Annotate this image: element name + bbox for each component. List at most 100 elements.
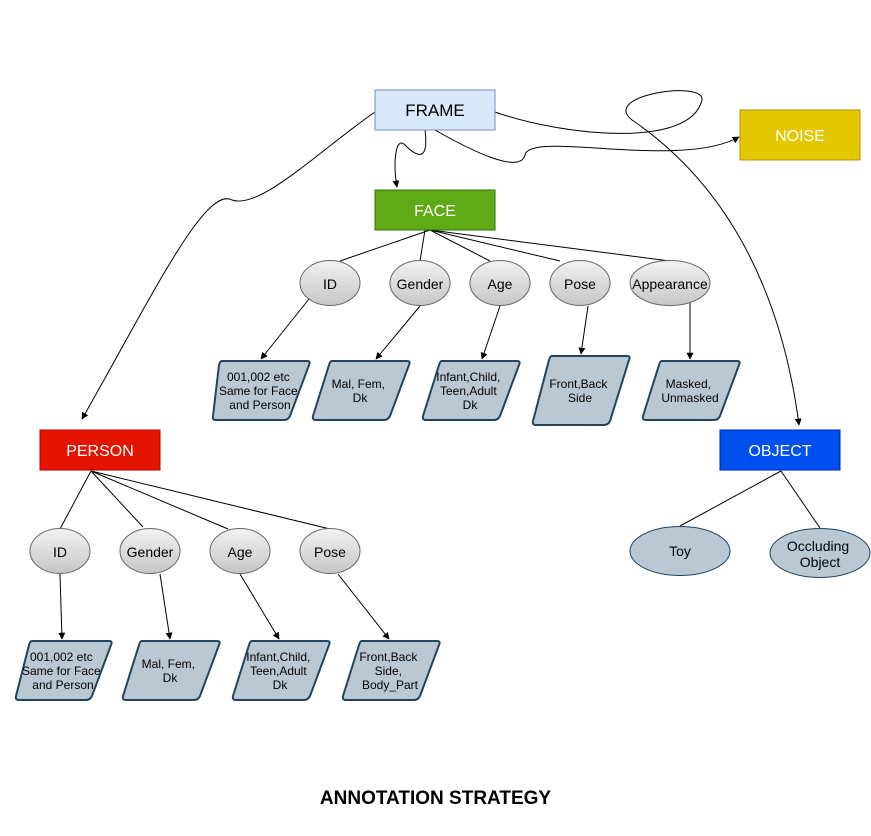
object-child-occluding[interactable]: Occluding Object [769, 528, 871, 578]
person-attr-gender[interactable]: Gender [119, 528, 181, 574]
person-value-gender[interactable]: Mal, Fem, Dk [121, 640, 221, 701]
face-value-age-line2: Teen,Adult [440, 384, 497, 398]
edge-face-pose [429, 229, 561, 262]
svg-text:Masked, Unmasked: Masked, Unmasked [661, 377, 718, 405]
edge-person-gender-value [159, 573, 173, 640]
edge-frame-noise [434, 129, 740, 163]
face-attr-age[interactable]: Age [469, 260, 531, 306]
face-value-gender-line1: Mal, Fem, [332, 377, 385, 391]
face-value-id-line1: 001,002 etc [227, 370, 290, 384]
object-child-toy[interactable]: Toy [629, 526, 731, 576]
person-value-age-line2: Teen,Adult [250, 664, 307, 678]
edge-person-gender [90, 470, 144, 528]
face-value-age-line1: Infant,Child, [436, 370, 500, 384]
face-value-id-line3: and Person [229, 398, 290, 412]
face-value-age[interactable]: Infant,Child, Teen,Adult Dk [421, 360, 521, 421]
face-value-id-line2: Same for Face [219, 384, 298, 398]
node-frame-label: FRAME [405, 101, 465, 120]
person-attr-age-label: Age [228, 544, 253, 560]
node-face-label: FACE [414, 203, 456, 220]
face-value-pose[interactable]: Front,Back Side [531, 355, 631, 426]
person-value-id-line3: and Person [32, 678, 93, 692]
person-value-gender-line2: Dk [163, 671, 179, 685]
person-value-id[interactable]: 001,002 etc Same for Face and Person [14, 640, 113, 701]
edge-face-age [429, 229, 491, 262]
edge-face-gender-value [375, 305, 421, 360]
node-person[interactable]: PERSON [39, 429, 161, 471]
edge-person-pose [90, 470, 331, 530]
face-attr-gender[interactable]: Gender [389, 260, 451, 306]
person-attr-id[interactable]: ID [29, 528, 91, 574]
person-value-pose-line3: Body_Part [362, 678, 419, 692]
person-value-pose[interactable]: Front,Back Side, Body_Part [341, 640, 441, 701]
person-value-id-line1: 001,002 etc [30, 650, 93, 664]
face-value-gender-line2: Dk [353, 391, 369, 405]
edge-face-pose-value [578, 305, 589, 355]
edge-person-id-value [58, 573, 66, 640]
node-object[interactable]: OBJECT [719, 429, 841, 471]
person-value-gender-line1: Mal, Fem, [142, 657, 195, 671]
svg-text:Infant,Child, Teen,Adult: Infant,Child, Teen,Adult Dk [436, 370, 503, 412]
person-attr-pose-label: Pose [314, 544, 346, 560]
object-child-occluding-line1: Occluding [787, 538, 849, 554]
person-value-id-line2: Same for Face [22, 664, 101, 678]
person-value-age-line1: Infant,Child, [246, 650, 310, 664]
svg-text:001,002 etc Same for Fac: 001,002 etc Same for Face and Person [219, 370, 301, 412]
object-child-occluding-line2: Object [800, 554, 841, 570]
face-value-pose-line2: Side [568, 391, 592, 405]
face-attr-age-label: Age [488, 276, 513, 292]
svg-text:001,002 etc Same for Fac: 001,002 etc Same for Face and Person [22, 650, 104, 692]
edge-person-age [90, 470, 229, 530]
person-attr-id-label: ID [53, 544, 67, 560]
face-attr-appearance[interactable]: Appearance [629, 260, 711, 306]
node-noise[interactable]: NOISE [739, 109, 861, 161]
svg-text:Occluding Object: Occluding Object [787, 538, 853, 570]
person-attr-gender-label: Gender [127, 544, 174, 560]
face-value-appearance-line2: Unmasked [661, 391, 718, 405]
face-value-appearance-line1: Masked, [666, 377, 711, 391]
svg-text:Infant,Child, Teen,Adult: Infant,Child, Teen,Adult Dk [246, 650, 313, 692]
svg-text:Mal, Fem, Dk: Mal, Fem, Dk [332, 377, 389, 405]
face-value-age-line3: Dk [463, 398, 479, 412]
edge-frame-person [81, 111, 376, 420]
face-attr-pose-label: Pose [564, 276, 596, 292]
connectors [58, 90, 821, 640]
edge-face-gender [419, 229, 426, 262]
node-person-label: PERSON [66, 443, 134, 460]
face-attr-id-label: ID [323, 276, 337, 292]
node-frame[interactable]: FRAME [374, 89, 496, 131]
person-value-age-line3: Dk [273, 678, 289, 692]
object-child-toy-label: Toy [669, 543, 691, 559]
person-value-pose-line1: Front,Back [359, 650, 418, 664]
edge-person-id [59, 470, 92, 530]
face-attr-appearance-label: Appearance [632, 276, 708, 292]
person-attr-age[interactable]: Age [209, 528, 271, 574]
edge-person-age-value [239, 573, 280, 640]
node-noise-label: NOISE [775, 128, 825, 145]
diagram-caption: ANNOTATION STRATEGY [319, 788, 552, 809]
svg-text:Front,Back Side, B: Front,Back Side, Body_Part [359, 650, 420, 692]
face-attr-gender-label: Gender [397, 276, 444, 292]
face-value-pose-line1: Front,Back [549, 377, 608, 391]
edge-person-pose-value [337, 573, 390, 640]
person-value-pose-line2: Side, [375, 664, 402, 678]
face-value-id[interactable]: 001,002 etc Same for Face and Person [211, 360, 311, 421]
edge-object-toy [679, 470, 782, 527]
edge-face-age-value [480, 305, 501, 360]
node-face[interactable]: FACE [374, 189, 496, 231]
svg-text:Front,Back Side: Front,Back Side [549, 377, 610, 405]
node-object-label: OBJECT [748, 443, 811, 460]
edge-face-id-value [260, 298, 310, 360]
face-value-appearance[interactable]: Masked, Unmasked [641, 360, 741, 421]
svg-text:Mal, Fem, Dk: Mal, Fem, Dk [142, 657, 199, 685]
face-attr-id[interactable]: ID [299, 260, 361, 306]
edge-frame-object [494, 90, 802, 426]
person-attr-pose[interactable]: Pose [299, 528, 361, 574]
edge-object-occluding [780, 470, 821, 529]
face-value-gender[interactable]: Mal, Fem, Dk [311, 360, 411, 421]
edge-face-id [339, 229, 431, 262]
person-value-age[interactable]: Infant,Child, Teen,Adult Dk [231, 640, 331, 701]
face-attr-pose[interactable]: Pose [549, 260, 611, 306]
